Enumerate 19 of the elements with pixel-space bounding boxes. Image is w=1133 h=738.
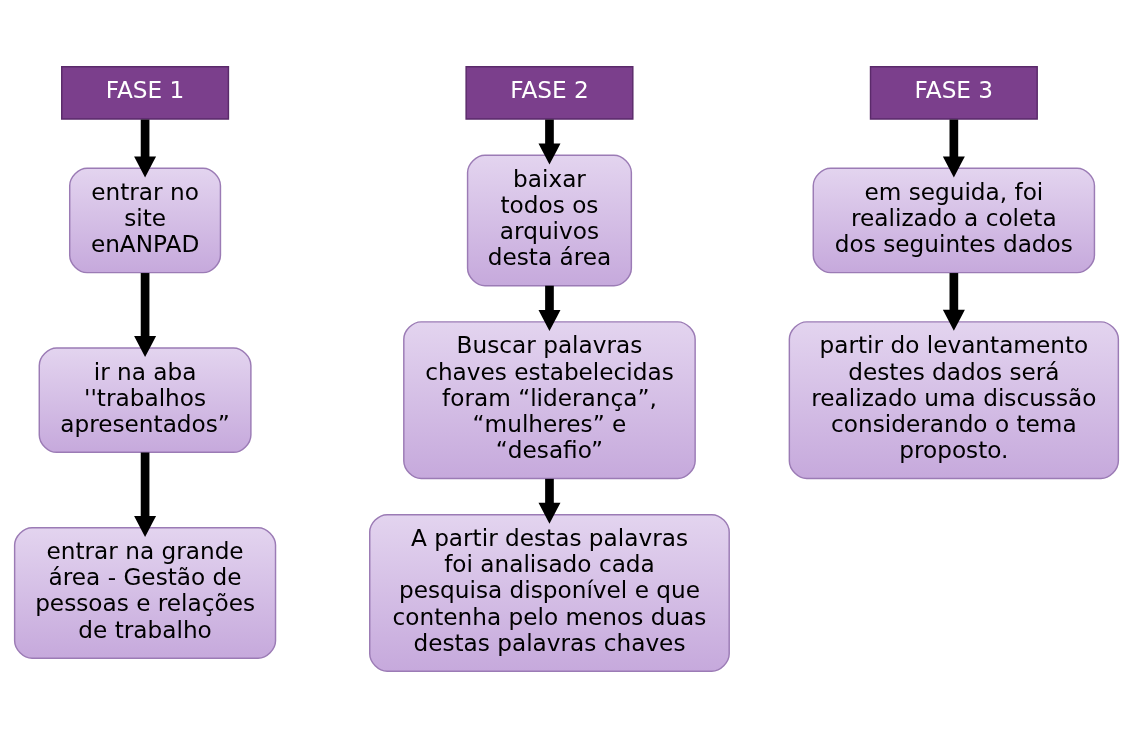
node-box: FASE 2 xyxy=(465,66,634,120)
arrow xyxy=(134,273,157,358)
node-box: entrar no site enANPAD xyxy=(69,167,222,274)
node-box: em seguida, foi realizado a coleta dos seguintes dados xyxy=(812,167,1096,274)
node-box: entrar na grande área - Gestão de pessoas e relações de trabalho xyxy=(13,527,277,659)
arrow xyxy=(538,119,561,165)
arrow xyxy=(538,285,561,332)
arrow xyxy=(538,478,561,524)
node-box: baixar todos os arquivos desta área xyxy=(466,154,633,287)
arrow xyxy=(134,452,157,537)
node-box: A partir destas palavras foi analisado cada pesquisa disponível e que contenha pelo menos duas destas palavras chaves xyxy=(369,513,730,672)
arrow xyxy=(134,119,157,178)
node-box: Buscar palavras chaves estabelecidas foram “liderança”, “mulheres” e “desafio” xyxy=(403,321,696,480)
node-box: partir do levantamento destes dados será realizado uma discussão considerando o tema proposto. xyxy=(788,321,1120,480)
node-box: ir na aba ''trabalhos apresentados” xyxy=(38,347,252,454)
node-box: FASE 1 xyxy=(61,66,230,120)
arrow xyxy=(942,273,965,331)
arrow xyxy=(942,119,965,178)
node-box: FASE 3 xyxy=(869,66,1038,120)
